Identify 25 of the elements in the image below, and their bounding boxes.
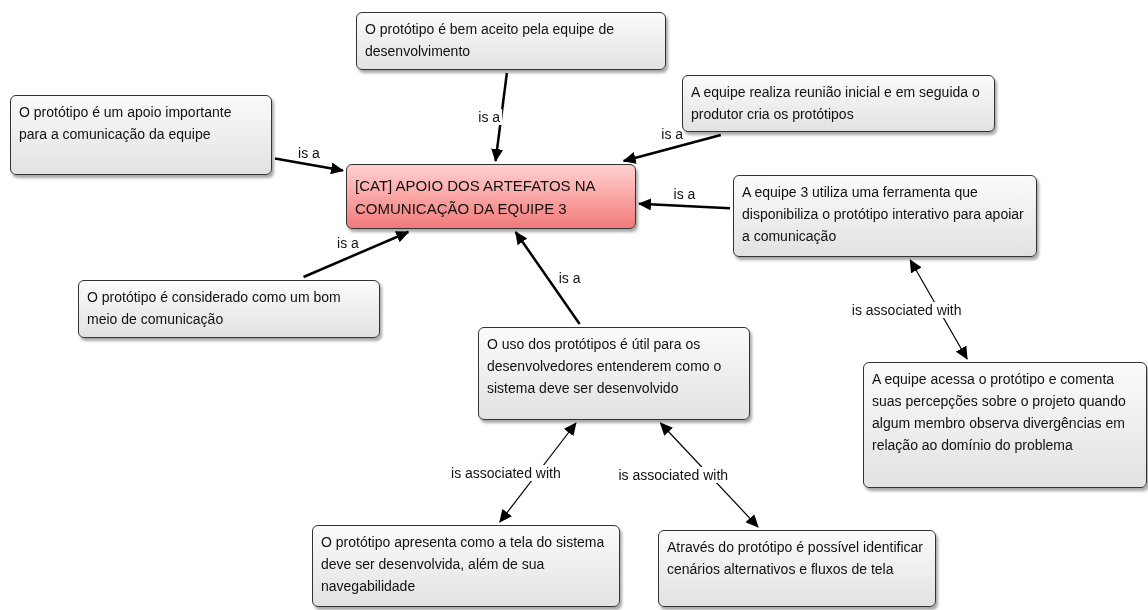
concept-box: O protótipo apresenta como a tela do sistema deve ser desenvolvida, além de sua navegabilidade [312,525,620,607]
concept-box: A equipe acessa o protótipo e comenta suas percepções sobre o projeto quando algum membro observa divergências em relação ao domínio do problema [863,362,1147,488]
edge-label: is associated with [449,464,563,481]
arrow [303,230,410,279]
concept-box: O protótipo é um apoio importante para a comunicação da equipe [10,95,272,175]
edge-label: is a [296,144,322,161]
concept-box: O protótipo é considerado como um bom meio de comunicação [78,280,380,338]
edge-label: is a [476,109,503,125]
concept-box: A equipe realiza reunião inicial e em seguida o produtor cria os protótipos [682,75,995,132]
concept-box: A equipe 3 utiliza uma ferramenta que disponibiliza o protótipo interativo para apoiar a comunicação [733,175,1037,257]
edge-label: is associated with [616,467,731,483]
arrow [514,231,581,325]
arrow [622,133,722,164]
arrow [638,198,731,211]
arrow [491,72,509,162]
edge-label: is a [335,234,361,251]
concept-box: Através do protótipo é possível identificar cenários alternativos e fluxos de tela [658,530,936,607]
edge-label: is associated with [849,301,964,318]
edge-label: is a [659,126,686,142]
edge-label: is a [556,270,583,286]
arrow [274,157,344,175]
concept-box: O protótipo é bem aceito pela equipe de desenvolvimento [356,12,666,70]
arrow [659,422,759,528]
concept-box: O uso dos protótipos é útil para os desenvolvedores entenderem como o sistema deve ser desenvolvido [478,327,750,420]
category-box: [CAT] APOIO DOS ARTEFATOS NA COMUNICAÇÃO DA EQUIPE 3 [346,164,636,229]
